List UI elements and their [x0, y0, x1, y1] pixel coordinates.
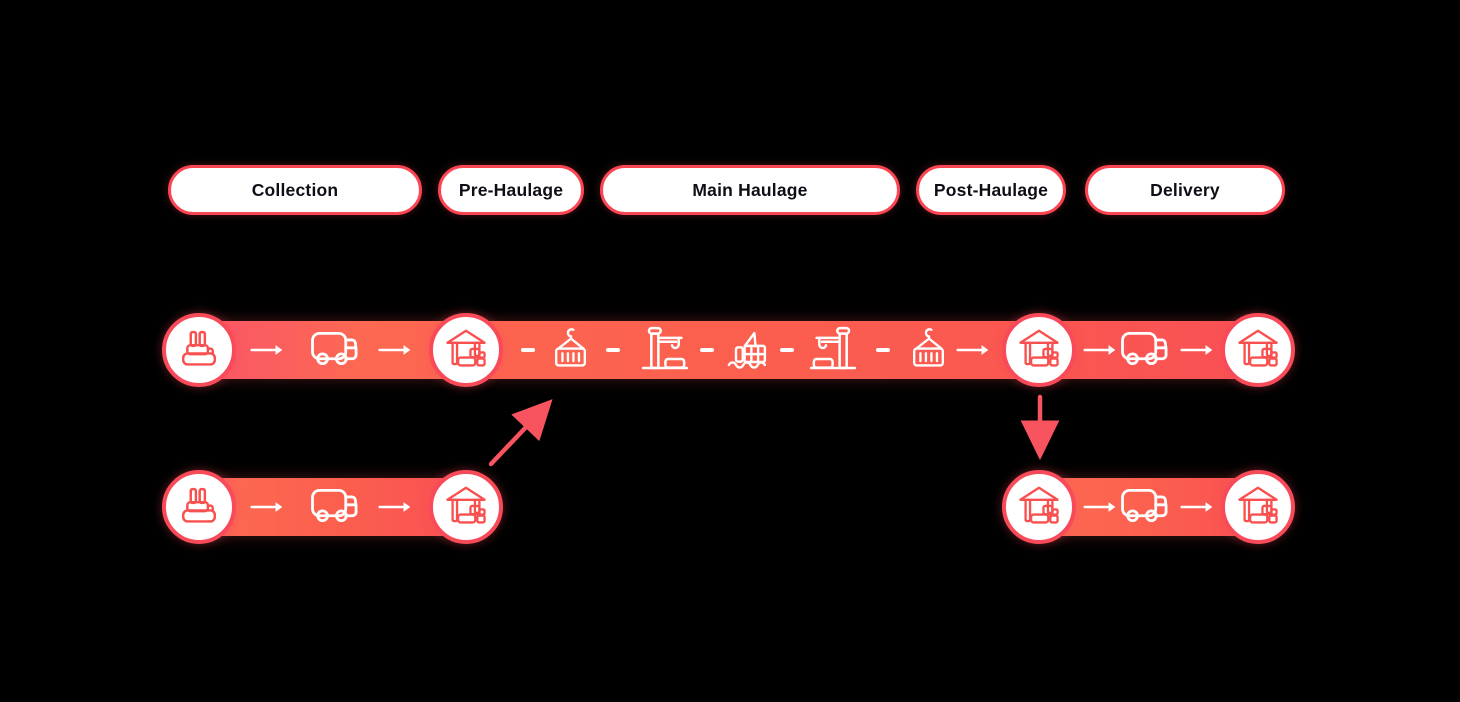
stage-pill-pre-haulage: Pre-Haulage	[438, 165, 584, 215]
dash-separator	[780, 348, 794, 352]
stage-pill-label: Main Haulage	[692, 179, 808, 200]
node-factory	[162, 313, 236, 387]
warehouse-icon	[1017, 485, 1061, 529]
container-icon	[905, 326, 952, 374]
collection-alternate-band	[199, 478, 466, 536]
crane-icon	[635, 325, 695, 375]
truck-icon	[1119, 328, 1175, 372]
warehouse-icon	[1017, 328, 1061, 372]
node-warehouse	[1002, 470, 1076, 544]
container-icon	[547, 326, 594, 374]
truck-icon	[309, 328, 365, 372]
warehouse-icon	[444, 485, 488, 529]
ship-icon	[724, 326, 772, 374]
node-warehouse	[1221, 313, 1295, 387]
stage-pill-label: Delivery	[1150, 179, 1220, 200]
stage-pill-label: Collection	[251, 179, 339, 200]
node-warehouse	[1002, 313, 1076, 387]
stage-pill-label: Pre-Haulage	[458, 179, 564, 200]
main-route-band	[199, 321, 1258, 379]
dash-separator	[606, 348, 620, 352]
truck-icon	[309, 485, 365, 529]
arrow-right-icon	[955, 341, 991, 359]
crane-flipped-icon	[803, 325, 863, 375]
stage-pill-post-haulage: Post-Haulage	[916, 165, 1066, 215]
dash-separator	[521, 348, 535, 352]
node-warehouse	[1221, 470, 1295, 544]
stage-pill-label: Post-Haulage	[933, 179, 1049, 200]
arrow-right-icon	[1082, 341, 1118, 359]
stage-pill-main-haulage: Main Haulage	[600, 165, 900, 215]
factory-icon	[177, 328, 221, 372]
arrow-right-icon	[249, 498, 285, 516]
node-factory	[162, 470, 236, 544]
stage-pill-collection: Collection	[168, 165, 422, 215]
arrow-right-icon	[377, 498, 413, 516]
warehouse-icon	[1236, 328, 1280, 372]
node-warehouse	[429, 313, 503, 387]
truck-icon	[1119, 485, 1175, 529]
arrow-right-icon	[1082, 498, 1118, 516]
node-warehouse	[429, 470, 503, 544]
warehouse-icon	[444, 328, 488, 372]
arrow-right-icon	[1179, 341, 1215, 359]
arrow-right-icon	[1179, 498, 1215, 516]
arrow-right-icon	[249, 341, 285, 359]
dash-separator	[700, 348, 714, 352]
stage-pill-delivery: Delivery	[1085, 165, 1285, 215]
warehouse-icon	[1236, 485, 1280, 529]
factory-icon	[177, 485, 221, 529]
arrow-right-icon	[377, 341, 413, 359]
dash-separator	[876, 348, 890, 352]
